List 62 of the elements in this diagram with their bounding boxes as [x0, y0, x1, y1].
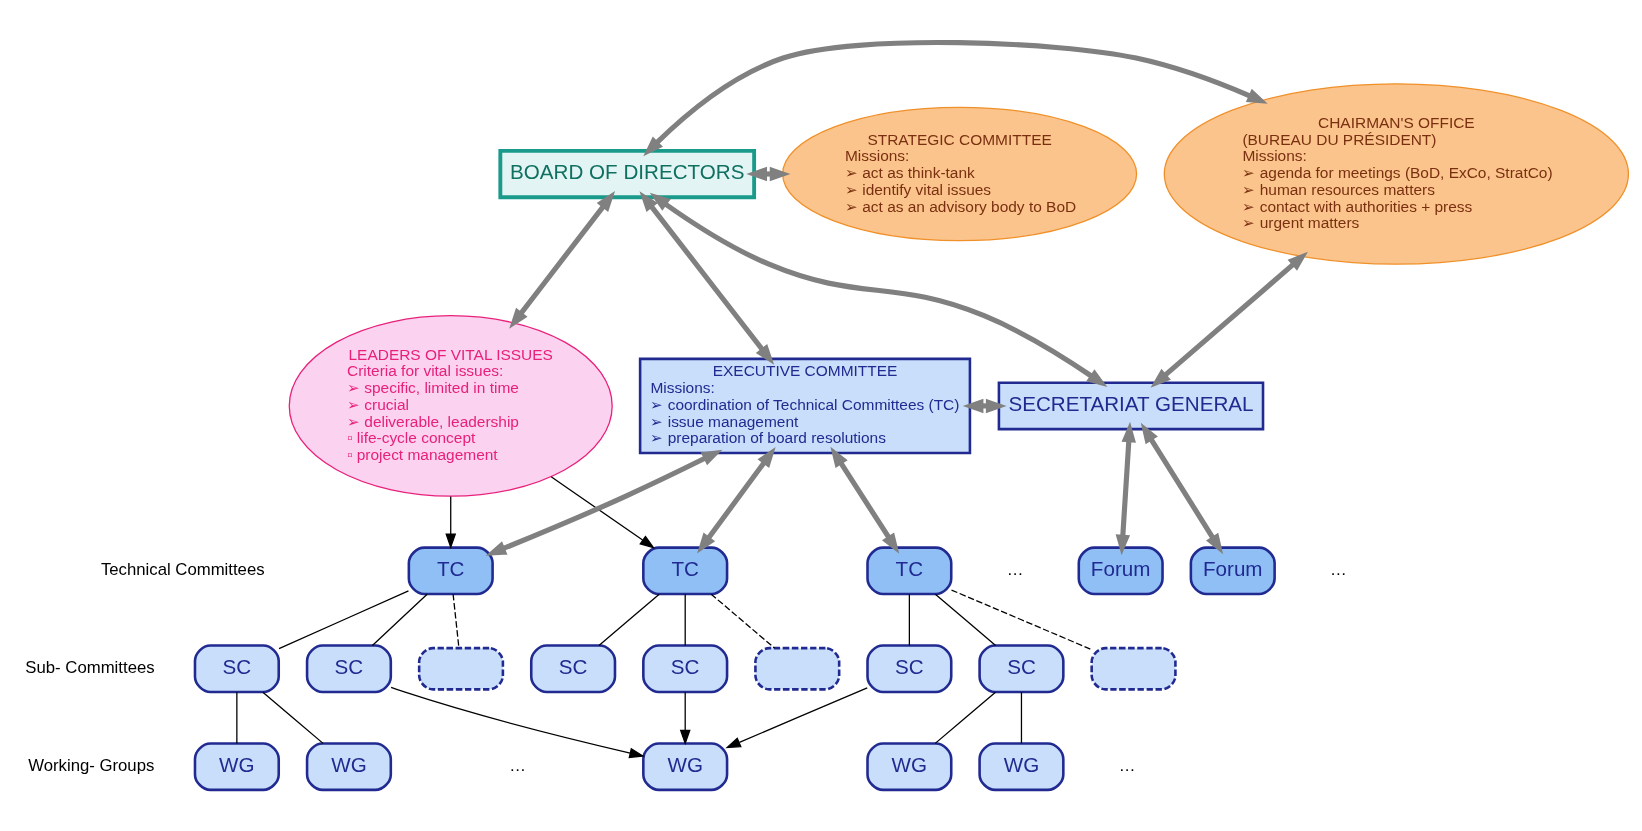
connector [950, 588, 1093, 650]
node-box: SC [193, 643, 281, 693]
arrow [725, 686, 868, 748]
arrow [509, 190, 616, 329]
arrow [1140, 422, 1224, 554]
connector [371, 593, 428, 646]
node-box: WG [866, 741, 953, 791]
node-box: SECRETARIAT GENERAL [997, 380, 1265, 430]
node-ellipse: CHAIRMAN'S OFFICE (BUREAU DU PRÉSIDENT) Missions: ➢ agenda for meetings (BoD, ExCo, StratCo) ➢ human resources matters ➢ contact with authorities + press ➢ urgent matters [1163, 82, 1630, 265]
connector [710, 593, 776, 649]
node-box: TC [642, 545, 729, 595]
connector [236, 691, 238, 744]
connector [452, 593, 460, 649]
connector [908, 593, 910, 646]
node-box: WG [305, 741, 393, 791]
connector [684, 593, 686, 646]
node-box: SC [529, 643, 617, 693]
arrow [649, 192, 1108, 387]
arrow [445, 495, 457, 549]
node-box: SC [978, 643, 1065, 693]
arrow [697, 446, 776, 553]
label: … [1118, 755, 1136, 775]
node-box: SC [642, 643, 729, 693]
arrow [830, 446, 900, 554]
label: … [1006, 559, 1024, 579]
arrow [550, 475, 656, 549]
node-box: TC [407, 545, 494, 595]
label: Sub- Committees [25, 657, 155, 677]
arrow [485, 449, 723, 556]
connector [934, 691, 997, 744]
label: … [509, 755, 527, 775]
node-box: SC [866, 643, 953, 693]
node-box: EXECUTIVE COMMITTEE Missions: ➢ coordination of Technical Committees (TC) ➢ issue management ➢ preparation of board resolutions [638, 357, 972, 454]
arrow [643, 39, 1268, 156]
arrow [639, 190, 775, 365]
node-box: SC [305, 643, 393, 693]
node-box: BOARD OF DIRECTORS [498, 148, 757, 199]
connector [1020, 691, 1023, 744]
node-box [1090, 646, 1177, 691]
arrow [679, 691, 691, 745]
node-box: Forum [1077, 545, 1164, 595]
connector [598, 593, 660, 646]
connector [934, 593, 997, 646]
node-box [754, 646, 841, 691]
arrow [962, 398, 1007, 413]
arrow [1150, 251, 1308, 388]
node-box: WG [978, 741, 1065, 791]
node-box: WG [193, 741, 281, 791]
arrow [1115, 421, 1136, 555]
label: … [1330, 559, 1347, 579]
label: Technical Committees [100, 559, 265, 579]
node-ellipse: STRATEGIC COMMITTEE Missions: ➢ act as think-tank ➢ identify vital issues ➢ act as an advisory body to BoD [782, 106, 1138, 241]
arrow [746, 166, 791, 181]
node-ellipse: LEADERS OF VITAL ISSUES Criteria for vital issues: ➢ specific, limited in time ➢ crucial ➢ deliverable, leadership ▫ life-cycle concept ▫ project management [288, 314, 613, 497]
connector [262, 691, 324, 744]
node-box: Forum [1189, 545, 1276, 595]
arrow [390, 686, 645, 758]
connector [278, 589, 410, 649]
node-box: TC [866, 545, 953, 595]
label: Working- Groups [28, 755, 155, 775]
node-box [417, 646, 505, 691]
node-box: WG [642, 741, 729, 791]
